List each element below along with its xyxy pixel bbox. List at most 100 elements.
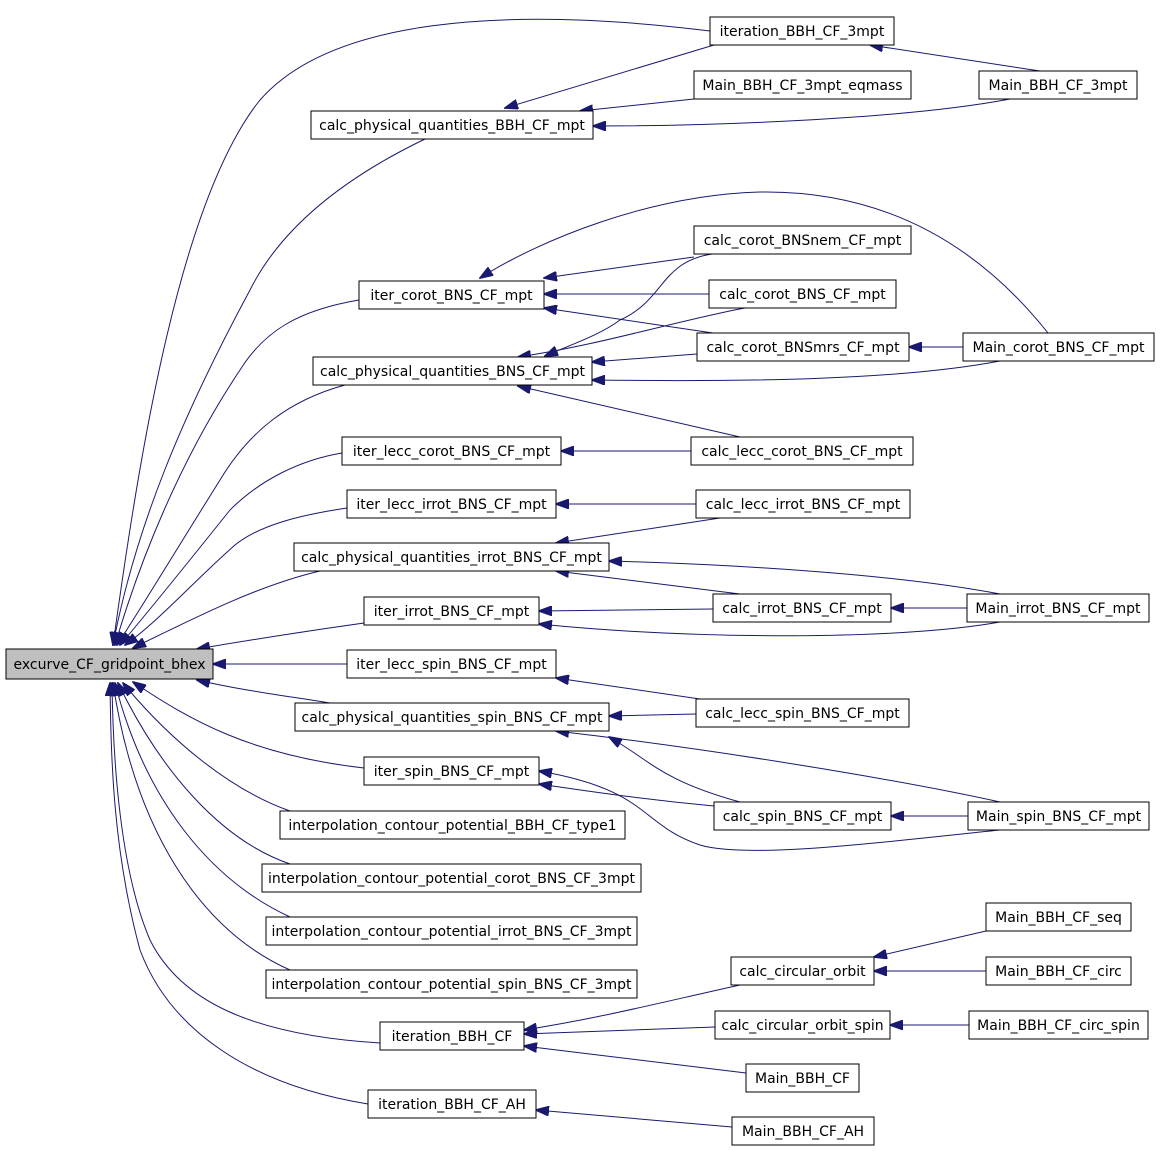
- edge-main_bbh3_eq-to-calc_pq_bbh: [580, 98, 695, 111]
- node-label: calc_lecc_spin_BNS_CF_mpt: [705, 706, 900, 722]
- node-main_spin[interactable]: Main_spin_BNS_CF_mpt: [967, 801, 1150, 831]
- edge-iter_bbh_ah-to-root: [110, 683, 369, 1105]
- node-calc_irrot[interactable]: calc_irrot_BNS_CF_mpt: [712, 593, 892, 623]
- node-iter_bbh[interactable]: iteration_BBH_CF: [379, 1021, 525, 1051]
- node-box: [346, 489, 557, 519]
- node-calc_nem[interactable]: calc_corot_BNSnem_CF_mpt: [693, 225, 912, 255]
- node-interp_spin[interactable]: interpolation_contour_potential_spin_BNS…: [265, 969, 638, 999]
- node-calc_pq_spin[interactable]: calc_physical_quantities_spin_BNS_CF_mpt: [294, 702, 610, 732]
- node-calc_corot[interactable]: calc_corot_BNS_CF_mpt: [708, 279, 897, 309]
- node-box: [363, 596, 540, 626]
- node-label: interpolation_contour_potential_irrot_BN…: [271, 924, 632, 940]
- node-label: interpolation_contour_potential_corot_BN…: [268, 871, 635, 887]
- node-calc_pq_bbh[interactable]: calc_physical_quantities_BBH_CF_mpt: [310, 110, 594, 140]
- node-calc_spin[interactable]: calc_spin_BNS_CF_mpt: [713, 801, 892, 831]
- node-label: calc_physical_quantities_BBH_CF_mpt: [319, 118, 585, 134]
- node-calc_lecc_spin[interactable]: calc_lecc_spin_BNS_CF_mpt: [695, 698, 910, 728]
- edge-calc_nem-to-calc_pq_bns: [545, 253, 713, 356]
- node-box: [978, 70, 1138, 100]
- node-box: [695, 489, 911, 519]
- node-calc_circ[interactable]: calc_circular_orbit: [730, 956, 875, 986]
- node-interp_irrot[interactable]: interpolation_contour_potential_irrot_BN…: [265, 916, 638, 946]
- node-label: iter_spin_BNS_CF_mpt: [374, 764, 530, 780]
- node-main_bbh_circ_spin[interactable]: Main_BBH_CF_circ_spin: [968, 1010, 1149, 1040]
- node-main_bbh_ah[interactable]: Main_BBH_CF_AH: [731, 1116, 875, 1146]
- node-label: calc_lecc_irrot_BNS_CF_mpt: [706, 497, 901, 513]
- node-label: iter_lecc_spin_BNS_CF_mpt: [356, 657, 547, 673]
- edge-main_bbh_ah-to-iter_bbh_ah: [536, 1110, 733, 1128]
- edge-calc_irrot-to-iter_irrot: [539, 609, 714, 611]
- node-main_corot[interactable]: Main_corot_BNS_CF_mpt: [962, 332, 1155, 362]
- node-label: Main_BBH_CF_3mpt: [989, 78, 1128, 94]
- node-main_bbh[interactable]: Main_BBH_CF: [745, 1063, 860, 1093]
- node-iter_lecc_corot[interactable]: iter_lecc_corot_BNS_CF_mpt: [341, 436, 562, 466]
- node-iter_irrot[interactable]: iter_irrot_BNS_CF_mpt: [363, 596, 540, 626]
- edge-calc_pq_bbh-to-root: [113, 138, 426, 645]
- edge-iter_lecc_irrot-to-root: [125, 507, 348, 645]
- node-box: [265, 916, 638, 946]
- node-main_bbh3[interactable]: Main_BBH_CF_3mpt: [978, 70, 1138, 100]
- node-box: [261, 863, 642, 893]
- node-box: [279, 810, 626, 840]
- node-box: [693, 225, 912, 255]
- node-label: iteration_BBH_CF_AH: [378, 1097, 526, 1113]
- edge-calc_pq_spin-to-root: [197, 680, 331, 704]
- node-label: calc_circular_orbit_spin: [721, 1018, 883, 1034]
- node-interp_bbh[interactable]: interpolation_contour_potential_BBH_CF_t…: [279, 810, 626, 840]
- node-label: calc_corot_BNSnem_CF_mpt: [704, 233, 902, 249]
- edge-calc_lecc_spin-to-iter_lecc_spin: [556, 678, 701, 700]
- node-box: [985, 956, 1132, 986]
- node-box: [696, 332, 910, 362]
- edge-calc_lecc_corot-to-calc_pq_bns: [518, 386, 741, 438]
- node-calc_mrs[interactable]: calc_corot_BNSmrs_CF_mpt: [696, 332, 910, 362]
- node-iter_lecc_irrot[interactable]: iter_lecc_irrot_BNS_CF_mpt: [346, 489, 557, 519]
- node-box: [713, 801, 892, 831]
- node-calc_pq_irrot[interactable]: calc_physical_quantities_irrot_BNS_CF_mp…: [293, 542, 610, 572]
- node-box: [312, 356, 593, 386]
- node-box: [731, 1116, 875, 1146]
- edge-iter_bbh-to-root: [112, 683, 381, 1044]
- node-main_bbh3_eq[interactable]: Main_BBH_CF_3mpt_eqmass: [693, 70, 912, 100]
- edge-calc_circ-to-iter_bbh: [524, 984, 741, 1030]
- node-box: [714, 1010, 891, 1040]
- root-node[interactable]: excurve_CF_gridpoint_bhex: [5, 648, 214, 680]
- node-box: [708, 279, 897, 309]
- node-box: [968, 1010, 1149, 1040]
- node-label: Main_BBH_CF_seq: [995, 910, 1122, 926]
- node-calc_lecc_corot[interactable]: calc_lecc_corot_BNS_CF_mpt: [690, 436, 914, 466]
- node-main_irrot[interactable]: Main_irrot_BNS_CF_mpt: [966, 593, 1150, 623]
- node-label: calc_physical_quantities_spin_BNS_CF_mpt: [302, 710, 603, 726]
- node-iter_corot[interactable]: iter_corot_BNS_CF_mpt: [358, 280, 545, 310]
- node-label: Main_BBH_CF: [755, 1071, 850, 1087]
- edge-calc_mrs-to-iter_corot: [544, 308, 714, 334]
- node-main_bbh_circ[interactable]: Main_BBH_CF_circ: [985, 956, 1132, 986]
- node-box: [293, 542, 610, 572]
- node-box: [693, 70, 912, 100]
- node-calc_circ_spin[interactable]: calc_circular_orbit_spin: [714, 1010, 891, 1040]
- edge-calc_lecc_irrot-to-calc_pq_irrot: [556, 517, 721, 543]
- node-label: calc_corot_BNS_CF_mpt: [719, 287, 886, 303]
- node-label: iter_lecc_irrot_BNS_CF_mpt: [356, 497, 547, 513]
- edge-interp_spin-to-root: [113, 683, 291, 971]
- edge-calc_lecc_spin-to-calc_pq_spin: [609, 714, 697, 716]
- node-box: [967, 801, 1150, 831]
- node-iter_lecc_spin[interactable]: iter_lecc_spin_BNS_CF_mpt: [346, 649, 557, 679]
- edge-calc_pq_bns-to-root: [117, 384, 346, 645]
- node-iter_bbh3[interactable]: iteration_BBH_CF_3mpt: [709, 16, 895, 46]
- node-calc_pq_bns[interactable]: calc_physical_quantities_BNS_CF_mpt: [312, 356, 593, 386]
- node-label: Main_BBH_CF_circ: [995, 964, 1122, 980]
- node-iter_spin[interactable]: iter_spin_BNS_CF_mpt: [363, 756, 540, 786]
- edge-main_irrot-to-calc_pq_irrot: [609, 561, 1001, 595]
- node-iter_bbh_ah[interactable]: iteration_BBH_CF_AH: [367, 1089, 537, 1119]
- edge-calc_corot-to-calc_pq_bns: [518, 307, 746, 357]
- node-box: [712, 593, 892, 623]
- node-label: calc_circular_orbit: [739, 964, 866, 980]
- node-interp_corot[interactable]: interpolation_contour_potential_corot_BN…: [261, 863, 642, 893]
- node-label: iter_corot_BNS_CF_mpt: [370, 288, 533, 304]
- edges-layer: [110, 18, 1049, 1128]
- node-main_bbh_seq[interactable]: Main_BBH_CF_seq: [985, 902, 1132, 932]
- edge-iter_corot-to-root: [115, 299, 360, 645]
- node-calc_lecc_irrot[interactable]: calc_lecc_irrot_BNS_CF_mpt: [695, 489, 911, 519]
- edge-main_bbh_seq-to-calc_circ: [874, 930, 987, 957]
